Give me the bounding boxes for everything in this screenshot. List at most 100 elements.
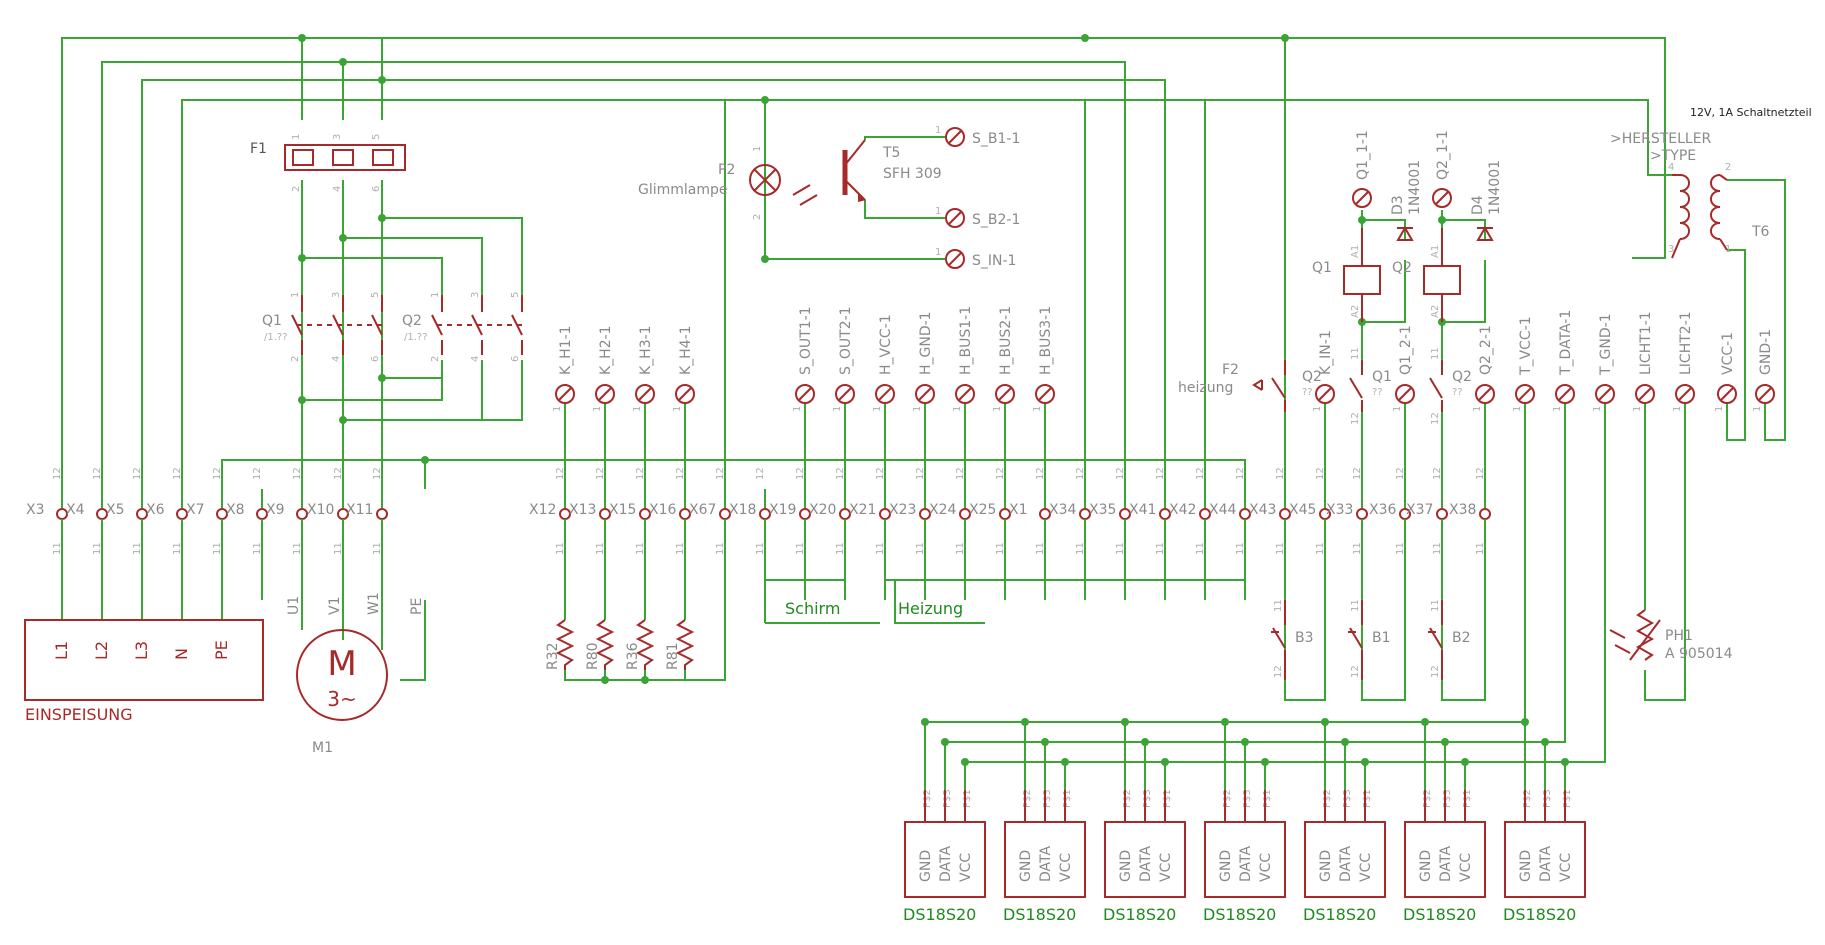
diode-name: D3 xyxy=(1390,195,1406,215)
ds18s20-pin-label: VCC xyxy=(1358,853,1374,882)
resistor-label: R32 xyxy=(545,642,561,670)
sterm-label: S_B1-1 xyxy=(972,131,1020,147)
vterm-q2-2-1: Q2_2-11 xyxy=(1472,325,1495,412)
motor-pin-label: W1 xyxy=(366,592,382,615)
ph1-name: PH1 xyxy=(1665,628,1693,644)
ds18s20-pin-label: DATA xyxy=(938,846,954,882)
terminal-pin-top: 12 xyxy=(835,467,846,480)
vterm-pin: 1 xyxy=(1512,406,1523,412)
terminal-label: X33 xyxy=(1326,502,1353,518)
motor-pin-label: V1 xyxy=(327,597,343,615)
vterm-pin: 1 xyxy=(912,406,923,412)
contactor-name: Q1 xyxy=(262,313,282,329)
vterm-q1-2-1: Q1_2-11 xyxy=(1392,325,1415,412)
contactor-ref: /1.?? xyxy=(264,332,288,343)
t5-name: T5 xyxy=(882,145,900,161)
vterm-h-bus2-1: H_BUS2-11 xyxy=(992,306,1015,412)
vterm-s-out1-1: S_OUT1-11 xyxy=(792,306,815,412)
relay-pin-a1: A1 xyxy=(1430,245,1441,258)
terminal-pin-bottom: 11 xyxy=(333,542,344,555)
vterm-pin: 1 xyxy=(1714,406,1725,412)
ds18s20-label: DS18S20 xyxy=(1403,905,1476,924)
terminal-pin-top: 12 xyxy=(252,467,263,480)
terminal-pin-top: 12 xyxy=(995,467,1006,480)
diode-name: D4 xyxy=(1470,195,1486,215)
heater-switch-f2: F2 heizung Q2 ?? xyxy=(1178,360,1322,412)
ds18s20-pin-number: P$3 xyxy=(1142,789,1153,808)
vterm-pin: 1 xyxy=(1592,406,1603,412)
vterm-pin: 1 xyxy=(1552,406,1563,412)
fuse-pin-bottom: 4 xyxy=(332,186,343,192)
terminal-pin-bottom: 11 xyxy=(915,542,926,555)
terminal-label: X9 xyxy=(266,502,285,518)
terminal-pin-bottom: 11 xyxy=(1315,542,1326,555)
vterm-k-h1-1: K_H1-11 xyxy=(552,325,575,412)
terminal-pin-bottom: 11 xyxy=(995,542,1006,555)
terminal-pin-bottom: 11 xyxy=(1352,542,1363,555)
ds18s20-pin-number: P$2 xyxy=(1022,789,1033,808)
vterm-licht2-1: LICHT2-11 xyxy=(1672,311,1695,412)
vterm-label: Q2_2-1 xyxy=(1478,325,1494,375)
sterm-pin: 1 xyxy=(935,247,941,258)
ds18s20-pin-label: VCC xyxy=(1558,853,1574,882)
terminal-pin-bottom: 11 xyxy=(52,542,63,555)
vterm-label: S_OUT2-1 xyxy=(838,306,854,375)
terminal-pin xyxy=(376,508,388,520)
terminal-label: X35 xyxy=(1089,502,1116,518)
terminal-pin-top: 12 xyxy=(172,467,183,480)
lamp-pin2: 2 xyxy=(752,214,763,220)
terminal-pin-bottom: 11 xyxy=(955,542,966,555)
ds18s20-pin-number: P$3 xyxy=(1542,789,1553,808)
terminal-label: X67 xyxy=(689,502,716,518)
transformer-manufacturer: >HERSTELLER xyxy=(1610,131,1712,147)
ds18s20-pin-number: P$3 xyxy=(1042,789,1053,808)
terminal-label: X41 xyxy=(1129,502,1156,518)
terminal-pin-top: 12 xyxy=(595,467,606,480)
terminal-pin-bottom: 11 xyxy=(92,542,103,555)
vterm-label: K_H3-1 xyxy=(638,325,654,375)
button-label: B2 xyxy=(1452,630,1471,646)
terminal-label: X13 xyxy=(569,502,596,518)
vertical-terminals: K_H1-11K_H2-11K_H3-11K_H4-11S_OUT1-11S_O… xyxy=(552,306,1775,412)
terminal-pin-bottom: 11 xyxy=(292,542,303,555)
contact-pin-top: 3 xyxy=(470,292,481,298)
terminal-pin-bottom: 11 xyxy=(755,542,766,555)
terminal-pin-top: 12 xyxy=(1352,467,1363,480)
vterm-label: VCC-1 xyxy=(1720,332,1736,375)
photoresistor-ph1: PH1 A 905014 xyxy=(1609,609,1733,662)
terminal-label: X20 xyxy=(809,502,836,518)
sensor-terminals: S_B1-11S_B2-11S_IN-11 xyxy=(935,125,1020,269)
resistor-label: R81 xyxy=(665,642,681,670)
terminal-pin-bottom: 11 xyxy=(1395,542,1406,555)
vterm-label: S_OUT1-1 xyxy=(798,306,814,375)
terminal-pin-bottom: 11 xyxy=(635,542,646,555)
sterm-pin: 1 xyxy=(935,206,941,217)
terminal-pin xyxy=(1479,508,1491,520)
relay-contact-name: Q2 xyxy=(1452,369,1472,385)
transformer-pin4: 4 xyxy=(1668,162,1674,173)
fuse-pin-bottom: 6 xyxy=(371,186,382,192)
vterm-k-h2-1: K_H2-11 xyxy=(592,325,615,412)
ds18s20-pin-label: DATA xyxy=(1338,846,1354,882)
ds18s20-pin-number: P$1 xyxy=(962,789,973,808)
terminal-pin-bottom: 11 xyxy=(1195,542,1206,555)
junctions xyxy=(298,34,1446,684)
terminal-label: X34 xyxy=(1049,502,1076,518)
terminal-label: X16 xyxy=(649,502,676,518)
relay-contact-pin: 11 xyxy=(1350,347,1361,360)
vterm-label: H_BUS1-1 xyxy=(958,306,974,375)
